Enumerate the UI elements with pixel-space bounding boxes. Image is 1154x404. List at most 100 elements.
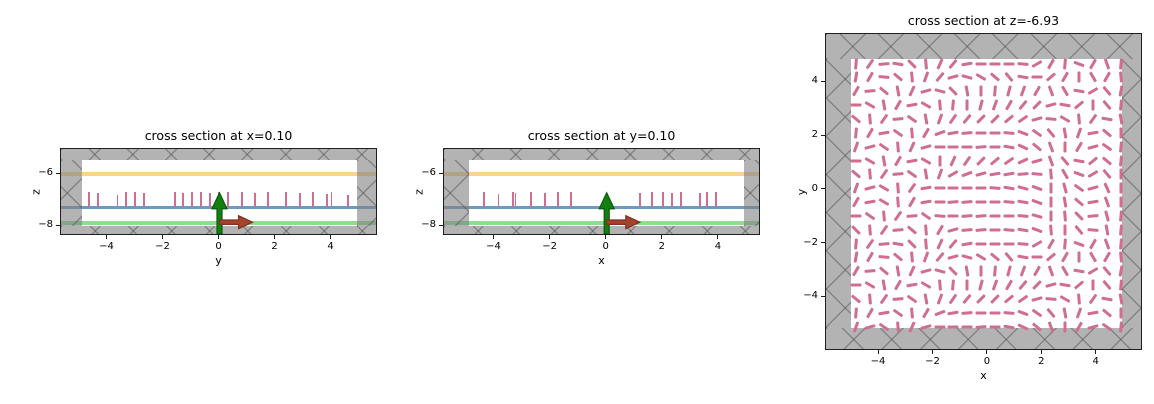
director-segment <box>1063 224 1067 236</box>
director-segment <box>936 293 943 305</box>
director-segment <box>1017 114 1029 124</box>
director-tick <box>482 192 485 208</box>
director-segment <box>961 200 973 205</box>
director-segment <box>879 293 889 305</box>
director-segment <box>1031 75 1043 79</box>
director-segment <box>1004 252 1014 263</box>
director-segment <box>864 211 876 221</box>
director-segment <box>975 171 988 178</box>
director-segment <box>975 311 987 315</box>
director-segment <box>865 307 874 319</box>
x-tick-label: 2 <box>271 241 278 252</box>
director-tick <box>116 195 118 208</box>
director-segment <box>990 252 1001 263</box>
director-segment <box>922 71 929 84</box>
director-segment <box>923 168 929 181</box>
director-segment <box>989 145 1001 149</box>
director-segment <box>1062 196 1068 208</box>
director-segment <box>905 102 918 108</box>
director-segment <box>1118 279 1123 291</box>
director-segment <box>1017 309 1029 317</box>
director-segment <box>947 254 960 261</box>
y-tick-mark <box>821 134 825 136</box>
plot-title: cross section at z=-6.93 <box>907 13 1060 28</box>
director-segment <box>879 224 889 236</box>
director-segment <box>895 196 900 208</box>
director-segment <box>878 266 889 276</box>
director-segment <box>961 241 974 247</box>
director-segment <box>989 325 1001 329</box>
director-segment <box>1118 251 1123 264</box>
director-segment <box>878 142 890 152</box>
director-segment <box>1073 268 1085 274</box>
director-segment <box>1031 157 1043 164</box>
director-segment <box>1005 99 1014 111</box>
director-segment <box>1031 184 1043 192</box>
director-segment <box>947 145 959 149</box>
director-tick <box>326 194 329 208</box>
director-segment <box>923 293 929 305</box>
director-segment <box>1003 114 1015 124</box>
director-segment <box>1048 168 1053 180</box>
y-tick-label: −2 <box>803 236 818 248</box>
director-segment <box>1073 197 1085 207</box>
director-segment <box>989 171 1001 177</box>
director-segment <box>892 252 903 263</box>
director-segment <box>1045 72 1057 83</box>
hatched-band-top <box>61 149 376 160</box>
x-tick-label: 4 <box>327 241 334 252</box>
director-segment <box>895 321 900 333</box>
director-segment <box>947 186 959 190</box>
director-segment <box>853 307 858 319</box>
director-tick <box>241 192 244 208</box>
x-tick-mark <box>986 350 988 354</box>
x-tick-label: 4 <box>1092 356 1099 367</box>
plot-title: cross section at x=0.10 <box>144 128 293 143</box>
director-segment <box>922 251 929 264</box>
director-segment <box>1031 226 1043 234</box>
director-segment <box>878 130 890 136</box>
director-segment <box>920 101 932 110</box>
director-segment <box>907 265 916 277</box>
director-segment <box>1059 114 1071 124</box>
director-segment <box>864 199 876 205</box>
director-segment <box>878 255 890 260</box>
director-segment <box>1101 296 1113 302</box>
director-segment <box>1047 140 1055 153</box>
director-segment <box>1073 210 1084 221</box>
director-segment <box>892 241 904 247</box>
director-tick <box>97 193 100 208</box>
director-segment <box>934 200 946 204</box>
director-segment <box>878 241 890 246</box>
director-segment <box>1087 130 1099 136</box>
director-segment <box>864 281 876 290</box>
director-segment <box>1103 182 1111 194</box>
director-segment <box>921 307 930 319</box>
director-segment <box>892 116 904 121</box>
x-tick-mark <box>661 235 663 239</box>
director-segment <box>1060 155 1070 166</box>
director-segment <box>1003 242 1015 246</box>
director-tick <box>134 192 137 208</box>
director-segment <box>1101 142 1113 152</box>
director-segment <box>923 113 929 125</box>
director-segment <box>1017 74 1029 80</box>
director-segment <box>962 293 973 305</box>
director-segment <box>878 184 890 193</box>
director-segment <box>1031 59 1043 68</box>
director-segment <box>1088 238 1097 250</box>
director-segment <box>1003 294 1015 304</box>
director-segment <box>1102 251 1111 263</box>
director-segment <box>864 143 876 150</box>
x-tick-mark <box>1095 350 1097 354</box>
plot-area <box>825 33 1142 350</box>
y-tick-mark <box>439 224 443 226</box>
director-segment <box>1076 293 1081 305</box>
director-segment <box>989 242 1001 246</box>
director-segment <box>991 279 999 291</box>
director-segment <box>1031 296 1043 302</box>
hatched-band-left <box>444 159 470 226</box>
director-segment <box>935 57 944 70</box>
